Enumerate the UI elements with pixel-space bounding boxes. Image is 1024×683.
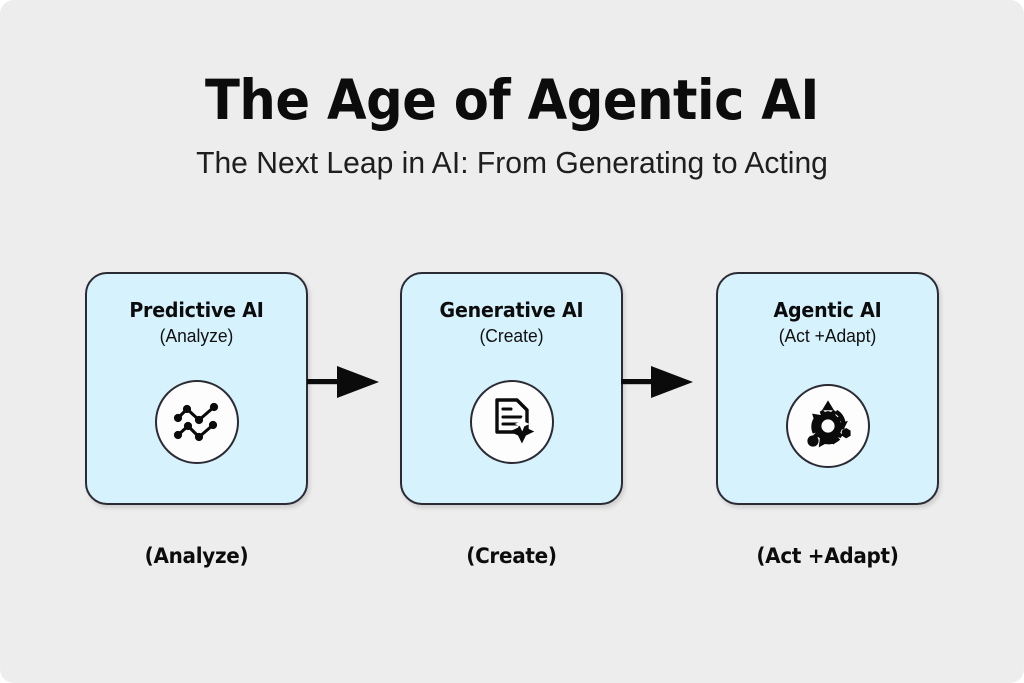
gear-cycle-icon: [806, 400, 851, 448]
card-generative-ai[interactable]: Generative AI (Create): [400, 272, 623, 505]
caption-act-adapt: (Act +Adapt): [756, 544, 899, 568]
page-title: The Age of Agentic AI: [204, 68, 819, 132]
document-sparkle-icon: [494, 398, 534, 444]
heading-block: The Age of Agentic AI The Next Leap in A…: [0, 68, 1024, 180]
page-subtitle: The Next Leap in AI: From Generating to …: [196, 144, 828, 180]
icon-badge: [469, 380, 554, 464]
card-subtitle: (Analyze): [159, 326, 234, 346]
arrow-right-icon: [307, 366, 379, 398]
caption-analyze: (Analyze): [144, 544, 249, 568]
card-title: Predictive AI: [129, 298, 264, 322]
card-title: Agentic AI: [773, 298, 882, 322]
card-agentic-ai[interactable]: Agentic AI (Act +Adapt): [716, 272, 939, 505]
line-chart-icon: [173, 402, 218, 442]
arrow-right-icon: [621, 366, 693, 398]
icon-badge: [154, 380, 239, 464]
card-predictive-ai[interactable]: Predictive AI (Analyze): [85, 272, 308, 505]
caption-create: (Create): [466, 544, 557, 568]
icon-badge: [785, 384, 870, 468]
card-subtitle: (Create): [479, 326, 544, 346]
card-subtitle: (Act +Adapt): [778, 326, 877, 346]
card-title: Generative AI: [439, 298, 584, 322]
